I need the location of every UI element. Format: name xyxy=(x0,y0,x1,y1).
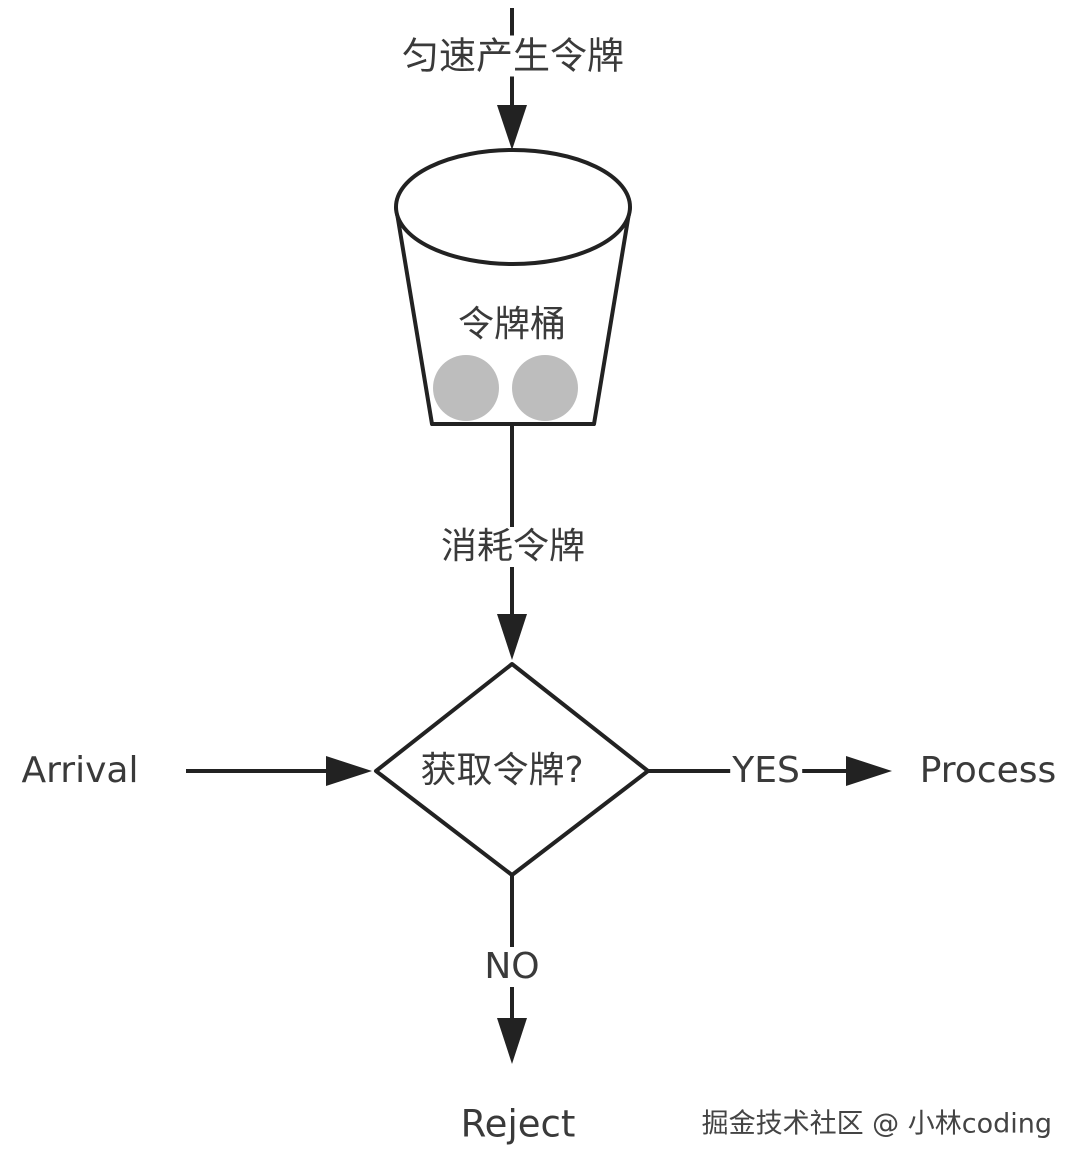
generate-tokens-label: 匀速产生令牌 xyxy=(402,34,624,78)
reject-label: Reject xyxy=(460,1102,576,1146)
no-label: NO xyxy=(484,946,540,987)
process-label: Process xyxy=(919,750,1057,791)
no-arrow-head xyxy=(497,1018,527,1064)
yes-label: YES xyxy=(730,750,802,791)
yes-arrow-head xyxy=(846,756,892,786)
generate-arrow-head xyxy=(497,105,527,150)
consume-arrow-head xyxy=(497,614,527,660)
bucket-rim xyxy=(394,148,632,266)
consume-tokens-label: 消耗令牌 xyxy=(440,526,586,567)
arrival-arrow-head xyxy=(326,756,372,786)
decision-label: 获取令牌? xyxy=(420,750,584,791)
watermark-text: 掘金技术社区 @ 小林coding xyxy=(701,1108,1052,1140)
token-circle xyxy=(433,355,499,421)
bucket-label: 令牌桶 xyxy=(457,304,567,345)
arrival-label: Arrival xyxy=(21,750,139,791)
token-circle xyxy=(512,355,578,421)
